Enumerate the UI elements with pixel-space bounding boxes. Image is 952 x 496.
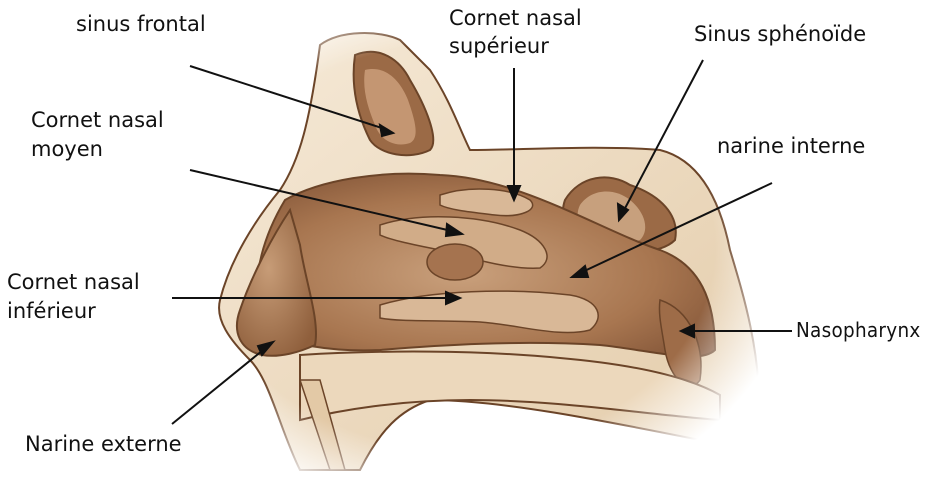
leader-cornet-moyen — [189, 169, 457, 233]
label-sinus-sphenoide: Sinus sphénoïde — [694, 22, 867, 46]
leader-sinus-frontal — [189, 65, 389, 131]
label-narine-interne: narine interne — [717, 134, 866, 158]
label-cornet-superieur-line1: Cornet nasal — [449, 6, 582, 30]
leader-lines — [171, 59, 792, 425]
label-cornet-moyen-line1: Cornet nasal — [31, 108, 164, 132]
leader-narine-interne — [577, 182, 773, 275]
label-cornet-inferieur-line2: inférieur — [7, 299, 96, 323]
label-cornet-superieur-line2: supérieur — [449, 34, 549, 58]
label-cornet-moyen-line2: moyen — [31, 137, 103, 161]
label-sinus-frontal: sinus frontal — [76, 12, 206, 36]
leader-sinus-sphenoide — [621, 59, 704, 215]
label-narine-externe: Narine externe — [25, 432, 182, 456]
label-cornet-inferieur-line1: Cornet nasal — [7, 270, 140, 294]
label-nasopharynx: Nasopharynx — [796, 318, 921, 342]
leader-narine-externe — [171, 345, 269, 425]
